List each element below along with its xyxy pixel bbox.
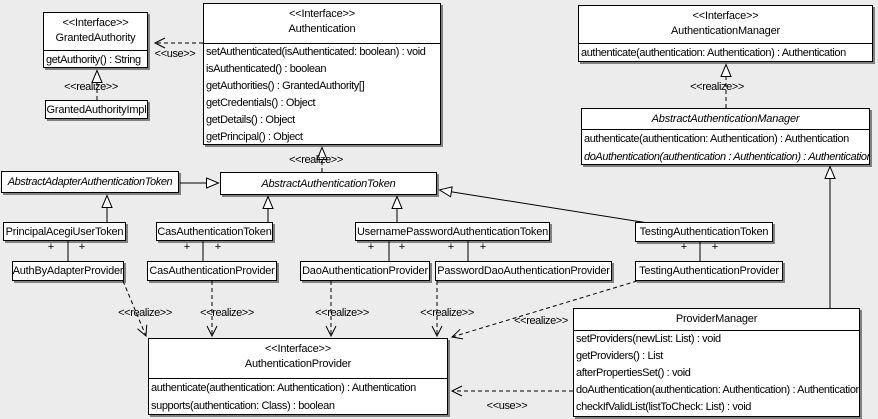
edge-label-realize: <<realize>> [690, 81, 744, 93]
class-cas-authentication-provider[interactable]: CasAuthenticationProvider [147, 261, 277, 281]
association-plus: + [479, 241, 487, 253]
association-plus: + [711, 241, 719, 253]
edge-label-realize: <<realize>> [315, 307, 369, 319]
realize-edge [122, 280, 148, 338]
class-method: setProviders(newList: List) : void [576, 333, 721, 345]
class-authentication-provider[interactable]: <<Interface>> AuthenticationProvider aut… [148, 338, 448, 415]
class-method: authenticate(authentication: Authenticat… [581, 47, 846, 59]
class-username-password-authentication-token[interactable]: UsernamePasswordAuthenticationToken [355, 222, 550, 241]
class-method: getAuthorities() : GrantedAuthority[] [206, 80, 365, 92]
class-method: supports(authentication: Class) : boolea… [151, 400, 335, 412]
class-password-dao-authentication-provider[interactable]: PasswordDaoAuthenticationProvider [435, 261, 612, 281]
class-cas-authentication-token[interactable]: CasAuthenticationToken [156, 222, 273, 241]
class-method: getCredentials() : Object [206, 97, 316, 109]
association-plus: + [47, 241, 55, 253]
class-name: GrantedAuthority [55, 32, 136, 44]
class-method: doAuthentication(authentication : Authen… [584, 151, 869, 163]
edge-label-realize: <<realize>> [514, 315, 568, 327]
edge-label-realize: <<realize>> [289, 154, 343, 166]
class-method: authenticate(authentication: Authenticat… [584, 133, 849, 145]
class-header: <<Interface>> AuthenticationProvider [149, 339, 447, 379]
association-plus: + [680, 241, 688, 253]
class-granted-authority[interactable]: <<Interface>> GrantedAuthority getAuthor… [43, 12, 148, 68]
class-name: UsernamePasswordAuthenticationToken [356, 225, 549, 238]
class-name: AbstractAuthenticationManager [582, 109, 869, 130]
class-header: <<Interface>> AuthenticationManager [579, 6, 872, 44]
class-method: getDetails() : Object [206, 114, 295, 126]
class-name: TestingAuthenticationToken [639, 226, 769, 238]
class-method: authenticate(authentication: Authenticat… [151, 382, 416, 394]
realize-edge [450, 280, 638, 340]
association-plus: + [398, 241, 406, 253]
edge-label-use: <<use>> [486, 400, 528, 412]
class-header: <<Interface>> Authentication [204, 4, 440, 44]
class-stereotype: <<Interface>> [692, 10, 759, 22]
class-name: TestingAuthenticationProvider [639, 265, 779, 277]
class-auth-by-adapter-provider[interactable]: AuthByAdapterProvider [12, 261, 124, 281]
class-method: setAuthenticated(isAuthenticated: boolea… [206, 46, 426, 58]
class-stereotype: <<Interface>> [265, 343, 331, 355]
class-name: AbstractAdapterAuthenticationToken [7, 176, 173, 188]
class-method: getPrincipal() : Object [206, 131, 303, 143]
class-name: AbstractAuthenticationToken [261, 177, 396, 190]
edge-label-realize: <<realize>> [64, 81, 118, 93]
generalization-edge [440, 190, 649, 224]
class-abstract-adapter-authentication-token[interactable]: AbstractAdapterAuthenticationToken [1, 171, 179, 193]
class-name: PasswordDaoAuthenticationProvider [437, 265, 610, 277]
class-header: <<Interface>> GrantedAuthority [44, 13, 147, 51]
class-method: getAuthority() : String [46, 54, 141, 66]
class-name: AuthenticationManager [671, 25, 780, 37]
class-principal-acegi-user-token[interactable]: PrincipalAcegiUserToken [3, 222, 126, 241]
association-plus: + [367, 241, 375, 253]
association-plus: + [183, 241, 191, 253]
class-name: PrincipalAcegiUserToken [5, 225, 124, 238]
class-testing-authentication-token[interactable]: TestingAuthenticationToken [635, 222, 773, 242]
class-testing-authentication-provider[interactable]: TestingAuthenticationProvider [635, 261, 783, 281]
class-authentication[interactable]: <<Interface>> Authentication setAuthenti… [203, 3, 441, 145]
class-provider-manager[interactable]: ProviderManager setProviders(newList: Li… [573, 308, 860, 417]
class-name: ProviderManager [574, 309, 859, 331]
class-name: Authentication [288, 23, 356, 35]
class-abstract-authentication-token[interactable]: AbstractAuthenticationToken [220, 172, 437, 195]
class-granted-authority-impl[interactable]: GrantedAuthorityImpl [45, 100, 148, 119]
class-name: CasAuthenticationProvider [149, 265, 275, 277]
class-authentication-manager[interactable]: <<Interface>> AuthenticationManager auth… [578, 5, 873, 62]
edge-label-use: <<use>> [154, 48, 196, 60]
class-method: isAuthenticated() : boolean [206, 63, 327, 75]
class-name: DaoAuthenticationProvider [302, 265, 428, 277]
association-plus: + [214, 241, 222, 253]
class-name: AuthenticationProvider [244, 358, 352, 370]
association-plus: + [447, 241, 455, 253]
class-stereotype: <<Interface>> [289, 8, 355, 20]
class-method: doAuthentication(authentication: Authent… [576, 384, 859, 396]
class-method: afterPropertiesSet() : void [576, 367, 691, 379]
class-abstract-authentication-manager[interactable]: AbstractAuthenticationManager authentica… [581, 108, 870, 165]
edge-label-realize: <<realize>> [118, 307, 172, 319]
class-name: GrantedAuthorityImpl [46, 103, 147, 116]
class-name: AuthByAdapterProvider [13, 265, 123, 277]
edge-label-realize: <<realize>> [200, 307, 254, 319]
class-dao-authentication-provider[interactable]: DaoAuthenticationProvider [300, 261, 430, 281]
class-method: checkIfValidList(listToCheck: List) : vo… [576, 401, 751, 413]
edge-label-realize: <<realize>> [420, 307, 474, 319]
association-plus: + [78, 241, 86, 253]
class-name: CasAuthenticationToken [157, 225, 272, 238]
class-method: getProviders() : List [576, 350, 663, 362]
class-stereotype: <<Interface>> [62, 17, 129, 29]
